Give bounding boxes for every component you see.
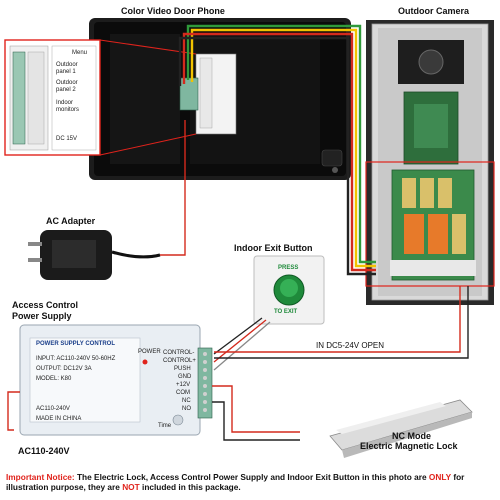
lock-label-line1: NC Mode [392,431,431,441]
terminal-label: COM [176,390,190,396]
monitor-label: Color Video Door Phone [121,6,225,16]
psu-time-text: Time [158,423,172,429]
psu-input-text: INPUT: AC110-240V 50-60HZ [36,356,116,362]
notice-only: ONLY [428,472,452,482]
terminal-label: CONTROL- [163,350,195,356]
adapter-label: AC Adapter [46,216,96,226]
ac-input-label: AC110-240V [18,446,70,456]
lock-wires [212,385,300,441]
ac-adapter [28,230,161,280]
notice-part2: for illustration purpose, they are [6,472,465,492]
exit-button-wires [213,317,271,371]
monitor-outdoor1-text: Outdoor panel 1 [56,62,78,75]
psu-made-text: MADE IN CHINA [36,416,82,422]
electric-magnetic-lock [329,399,473,458]
notice-part3: included in this package. [139,482,241,492]
exit-button-top-text: PRESS [278,265,299,271]
terminal-label: NO [182,406,191,412]
terminal-block [197,347,213,419]
notice-prefix: Important Notice: [6,472,75,482]
monitor-terminal-plate [179,53,237,135]
terminal-label: NC [182,398,191,404]
psu-label-line1: Access Control [12,300,79,310]
psu-model-text: MODEL: K80 [36,376,72,382]
notice-part1: The Electric Lock, Access Control Power … [74,472,429,482]
notice-not: NOT [122,482,140,492]
access-control-power-supply [19,324,201,436]
psu-ac-text: AC110-240V [36,406,70,412]
lock-label-line2: Electric Magnetic Lock [360,441,458,451]
adapter-power-wire [160,120,186,256]
important-notice: Important Notice: The Electric Lock, Acc… [6,472,496,492]
monitor-outdoor2-text: Outdoor panel 2 [56,80,78,93]
exit-button-label: Indoor Exit Button [234,243,313,253]
monitor-dc-text: DC 15V [56,136,78,142]
camera-unlock-wires [214,286,469,359]
indoor-exit-button [253,255,325,325]
terminal-label: CONTROL+ [163,358,196,364]
psu-output-text: OUTPUT: DC12V 3A [36,366,92,372]
exit-button-bottom-text: TO EXIT [274,309,298,315]
psu-label-line2: Power Supply [12,311,72,321]
dc-open-label: IN DC5-24V OPEN [316,341,385,350]
camera-label: Outdoor Camera [398,6,470,16]
monitor-terminal-zoom [4,39,101,156]
ac-input-wire [7,391,20,431]
terminal-label: PUSH [174,366,191,372]
psu-panel-title: POWER SUPPLY CONTROL [36,341,116,347]
psu-power-text: POWER [138,349,161,355]
monitor-camera-cable [178,24,376,276]
terminal-label: GND [178,374,192,380]
terminal-label: +12V [176,382,191,388]
monitor-indoor-text: Indoor monitors [56,100,80,113]
monitor-menu-text: Menu [72,50,88,56]
